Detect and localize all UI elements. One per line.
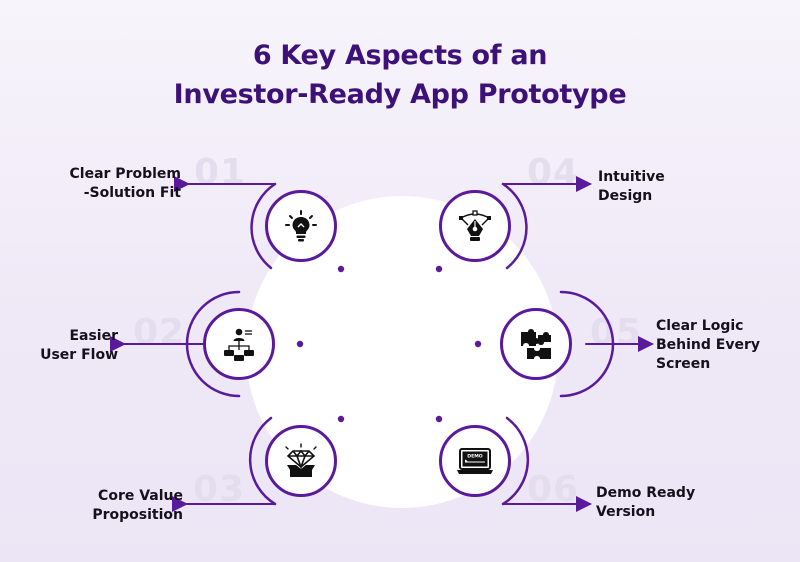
demo-screen-text: DEMO — [467, 454, 483, 460]
node-03 — [265, 425, 337, 497]
node-04 — [439, 190, 511, 262]
arc-06 — [501, 416, 530, 506]
node-01 — [265, 190, 337, 262]
title-line-1: 6 Key Aspects of an — [252, 40, 548, 71]
aspect-label-06: Demo Ready Version — [596, 485, 696, 520]
aspect-number-01: 01 — [194, 152, 247, 193]
pen-tool-icon — [459, 210, 491, 241]
aspect-number-04: 04 — [527, 152, 580, 193]
node-06: DEMO — [439, 425, 511, 497]
dot — [337, 265, 345, 273]
node-05 — [500, 308, 572, 380]
node-02 — [203, 308, 275, 380]
arc-03 — [248, 416, 277, 506]
aspect-label-05: Clear Logic Behind Every Screen — [656, 318, 761, 372]
aspect-label-04: Intuitive Design — [598, 169, 665, 204]
arc-04 — [501, 182, 528, 270]
dot — [337, 415, 345, 423]
aspect-label-01: Clear Problem -Solution Fit — [69, 166, 181, 201]
title-line-2: Investor-Ready App Prototype — [173, 79, 627, 110]
dot — [474, 340, 482, 348]
aspect-label-02: Easier User Flow — [40, 328, 118, 363]
dot — [435, 415, 443, 423]
aspect-number-05: 05 — [590, 312, 643, 353]
dot — [435, 265, 443, 273]
flowchart-icon — [224, 328, 254, 361]
demo-screen-icon: DEMO — [457, 448, 493, 474]
dot — [296, 340, 304, 348]
lightbulb-icon — [285, 210, 317, 242]
aspect-number-02: 02 — [133, 312, 186, 353]
arc-01 — [250, 182, 277, 270]
puzzle-icon — [521, 329, 551, 359]
diamond-box-icon — [285, 443, 317, 477]
aspect-label-03: Core Value Proposition — [92, 488, 183, 523]
